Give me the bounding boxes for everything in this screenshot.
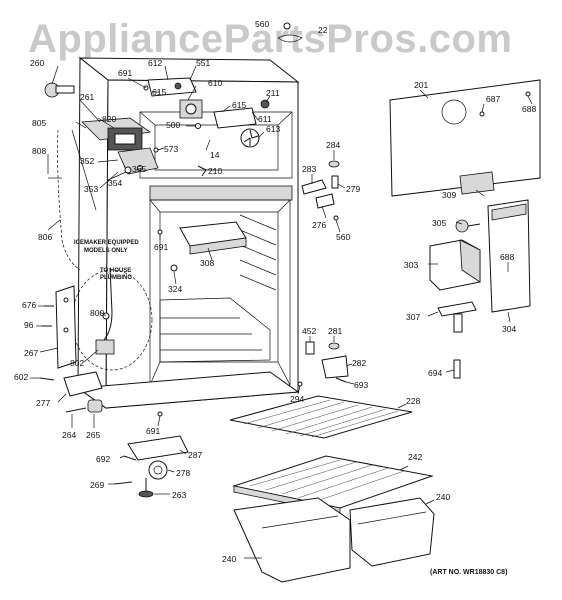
callout-610: 610 — [208, 78, 222, 88]
callout-287: 287 — [188, 450, 202, 460]
callout-265: 265 — [86, 430, 100, 440]
callout-820: 820 — [102, 114, 116, 124]
callout-294: 294 — [290, 394, 304, 404]
callout-352: 352 — [80, 156, 94, 166]
callout-96: 96 — [24, 320, 34, 330]
callout-279: 279 — [346, 184, 360, 194]
callout-355: 355 — [132, 164, 146, 174]
callout-261: 261 — [80, 92, 94, 102]
callout-267: 267 — [24, 348, 38, 358]
callout-806: 806 — [38, 232, 52, 242]
callout-802: 802 — [70, 358, 84, 368]
plumbing-note-line2: PLUMBING — [100, 275, 132, 281]
callout-211: 211 — [266, 88, 280, 98]
callout-305: 305 — [432, 218, 446, 228]
callout-264: 264 — [62, 430, 76, 440]
shelves-and-drawers — [113, 395, 435, 583]
shelf-support-parts — [143, 85, 247, 417]
art-number: (ART NO. WR18830 C8) — [430, 569, 507, 576]
callout-283: 283 — [302, 164, 316, 174]
callout-269: 269 — [90, 480, 104, 490]
callout-691: 691 — [154, 242, 168, 252]
callout-260: 260 — [30, 58, 44, 68]
callout-307: 307 — [406, 312, 420, 322]
right-side-parts — [389, 79, 541, 379]
callout-282: 282 — [352, 358, 366, 368]
callout-308: 308 — [200, 258, 214, 268]
callout-22: 22 — [318, 25, 328, 35]
callout-324: 324 — [168, 284, 182, 294]
callout-612: 612 — [148, 58, 162, 68]
callout-691: 691 — [146, 426, 160, 436]
callout-688: 688 — [500, 252, 514, 262]
leader-lines — [30, 65, 533, 559]
icemaker-note-line2: MODELS ONLY — [84, 248, 127, 254]
callout-303: 303 — [404, 260, 418, 270]
callout-228: 228 — [406, 396, 420, 406]
callout-560: 560 — [336, 232, 350, 242]
callout-354: 354 — [108, 178, 122, 188]
callout-615: 615 — [152, 87, 166, 97]
callout-687: 687 — [486, 94, 500, 104]
icemaker-note-line1: ICEMAKER EQUIPPED — [74, 240, 139, 246]
callout-242: 242 — [408, 452, 422, 462]
callout-688: 688 — [522, 104, 536, 114]
callout-560: 560 — [255, 19, 269, 29]
plumbing-note-line1: TO HOUSE — [100, 268, 131, 274]
callout-277: 277 — [36, 398, 50, 408]
callout-805: 805 — [32, 118, 46, 128]
callout-263: 263 — [172, 490, 186, 500]
callout-353: 353 — [84, 184, 98, 194]
callout-676: 676 — [22, 300, 36, 310]
callout-281: 281 — [328, 326, 342, 336]
callout-210: 210 — [208, 166, 222, 176]
left-side-parts — [39, 129, 153, 413]
callout-14: 14 — [210, 150, 220, 160]
callout-284: 284 — [326, 140, 340, 150]
callout-240: 240 — [222, 554, 236, 564]
freezer-controls — [44, 22, 303, 177]
callout-551: 551 — [196, 58, 210, 68]
callout-276: 276 — [312, 220, 326, 230]
watermark: AppliancePartsPros.com — [28, 17, 513, 61]
callout-691: 691 — [118, 68, 132, 78]
callout-309: 309 — [442, 190, 456, 200]
callout-602: 602 — [14, 372, 28, 382]
callout-304: 304 — [502, 324, 516, 334]
callout-452: 452 — [302, 326, 316, 336]
hinge-parts — [297, 160, 349, 387]
callout-201: 201 — [414, 80, 428, 90]
callout-613: 613 — [266, 124, 280, 134]
callout-692: 692 — [96, 454, 110, 464]
callout-611: 611 — [258, 114, 272, 124]
callout-500: 500 — [166, 120, 180, 130]
callout-278: 278 — [176, 468, 190, 478]
callout-693: 693 — [354, 380, 368, 390]
callout-240: 240 — [436, 492, 450, 502]
callout-615: 615 — [232, 100, 246, 110]
callout-573: 573 — [164, 144, 178, 154]
callout-694: 694 — [428, 368, 442, 378]
callout-800: 800 — [90, 308, 104, 318]
callout-808: 808 — [32, 146, 46, 156]
part-labels: 560 22 260 691 612 551 261 615 610 211 6… — [14, 19, 536, 564]
